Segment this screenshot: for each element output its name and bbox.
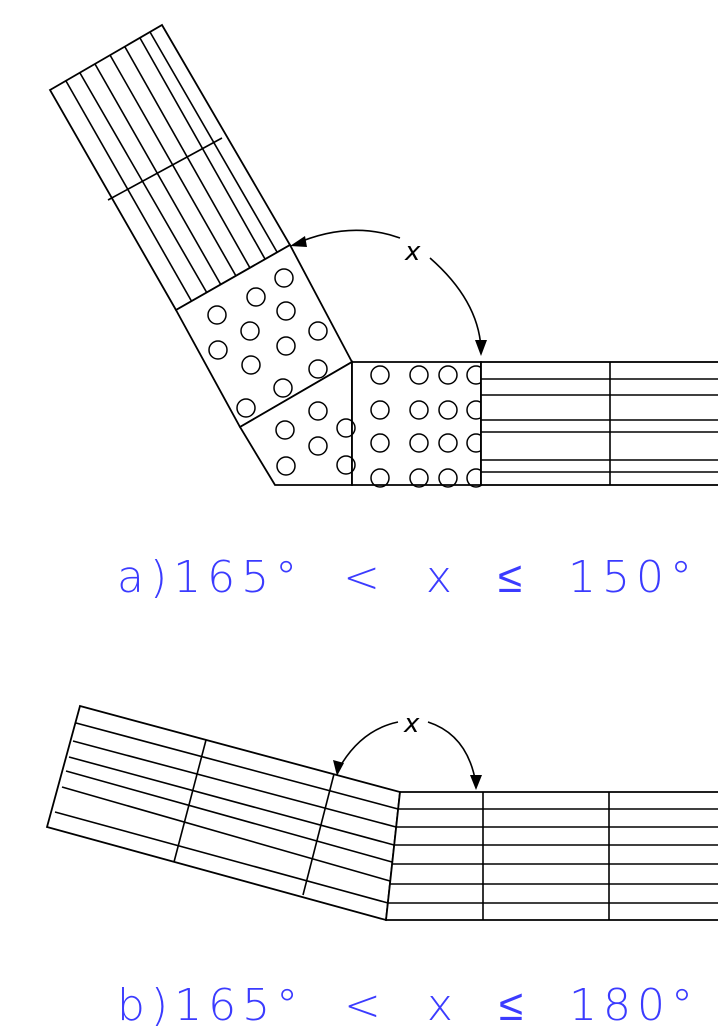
figure-b-left-timbers	[45, 704, 401, 922]
figure-b-caption: b)165° < x ≤ 180°	[117, 980, 700, 1031]
arrowhead-left	[290, 236, 307, 247]
arrowhead-right	[475, 340, 487, 356]
figure-a-corner-block	[174, 243, 486, 488]
figure-b-angle-label: x	[403, 709, 420, 739]
figure-b: x	[45, 704, 718, 922]
arrowhead-left	[333, 760, 344, 776]
figure-a-angle-arc: x	[290, 229, 487, 356]
figure-b-angle-arc: x	[333, 709, 482, 790]
figure-a: x	[48, 23, 718, 488]
arrowhead-right	[470, 775, 482, 790]
figure-b-right-timbers	[384, 791, 718, 921]
figure-a-right-timbers	[480, 361, 718, 486]
figure-a-upper-timbers	[48, 23, 292, 312]
figure-a-circle-fill	[207, 268, 486, 488]
figure-a-angle-label: x	[404, 237, 421, 267]
figure-a-caption: a)165° < x ≤ 150°	[117, 552, 699, 603]
